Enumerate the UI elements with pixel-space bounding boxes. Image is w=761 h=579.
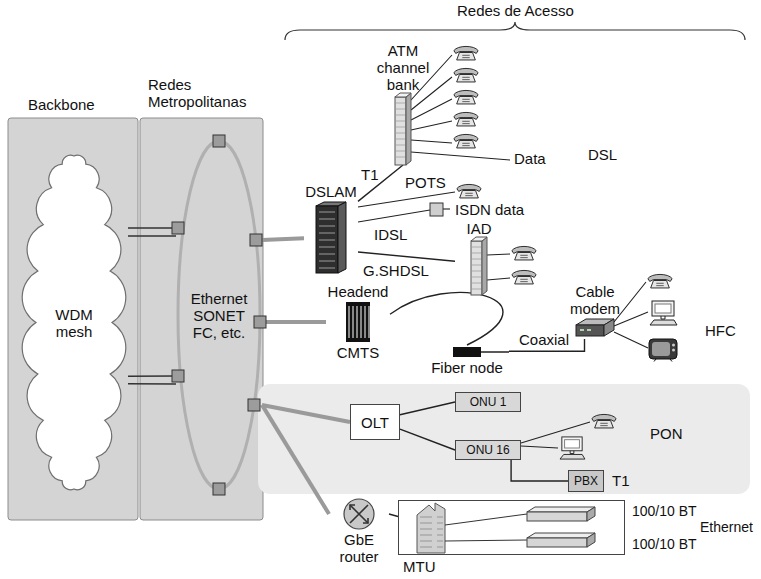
link-line [400, 429, 455, 450]
access-brace [285, 22, 745, 40]
node-icon [304, 200, 358, 275]
node-text: WDM mesh [46, 306, 102, 340]
node-text: DSLAM [305, 183, 357, 200]
node-text: Fiber node [431, 359, 503, 376]
link-label: Coaxial [518, 331, 570, 348]
link-line [358, 165, 403, 201]
node-text: Ethernet SONET FC, etc. [184, 290, 254, 341]
link-line [400, 402, 455, 415]
link-label: T1 [360, 166, 380, 183]
network-type: DSL [588, 146, 617, 163]
panel-grounds [8, 118, 750, 520]
node-icon [326, 300, 390, 344]
port-spec: 100/10 BT [632, 536, 697, 553]
node-illustration [399, 501, 624, 554]
metro-ring: Ethernet SONET FC, etc. [176, 138, 262, 492]
node-text: ONU 1 [470, 395, 507, 409]
node-text: PBX [574, 474, 598, 488]
pon-band: PON OLT ONU 1 ONU 16 PBX [258, 384, 750, 494]
atm-channel-bank: ATM channel bank [372, 42, 434, 165]
node-text: CMTS [337, 344, 380, 361]
line-name: Data [514, 150, 546, 167]
node-text: OLT [361, 414, 389, 431]
node-text: PON [650, 425, 683, 442]
access-wires [358, 55, 648, 448]
link-line [128, 227, 176, 229]
cmts-headend: HeadendCMTS [326, 283, 390, 361]
iad-unit: IAD [455, 220, 503, 295]
node-text: Backbone [28, 96, 95, 113]
link-line [128, 383, 176, 385]
isdn-terminal [430, 203, 443, 216]
line-name: T1 [612, 472, 630, 489]
gbe-router: GbE router [329, 497, 389, 565]
link-line [262, 238, 304, 240]
node-icon [372, 93, 434, 165]
node-text: Cable modem [565, 283, 625, 317]
line-name: IDSL [374, 226, 407, 243]
node-icon [331, 497, 387, 531]
network-type: Ethernet [700, 519, 753, 536]
section-heading: Redes de Acesso [457, 2, 574, 19]
cable-modem: Cable modem [560, 283, 630, 339]
node-text: ONU 16 [466, 443, 509, 457]
link-line [390, 293, 503, 345]
panel-ground [140, 118, 263, 520]
olt-box: OLT [350, 404, 400, 440]
pbx-box: PBX [568, 470, 604, 492]
mtu-box: MTU [398, 500, 625, 555]
link-label: G.SHDSL [362, 262, 430, 279]
link-line [511, 460, 568, 481]
node-text: Redes Metropolitanas [148, 76, 268, 110]
panel-ground [8, 118, 138, 520]
node-text: Headend [328, 283, 389, 300]
link-line [128, 235, 176, 237]
fiber-node: Fiber node [425, 345, 509, 376]
node-text: IAD [466, 220, 491, 237]
link-line [262, 320, 326, 324]
panel-ground [258, 384, 750, 494]
node-icon [560, 317, 630, 339]
network-type: HFC [705, 322, 736, 339]
line-name: ISDN data [455, 201, 524, 218]
port-spec: 100/10 BT [632, 503, 697, 520]
node-text: ATM channel bank [373, 42, 433, 93]
metro-panel: Redes MetropolitanasEthernet SONET FC, e… [140, 118, 263, 520]
link-line [262, 405, 329, 514]
node-text: MTU [403, 558, 436, 575]
node-icon [455, 237, 503, 295]
node-icon [425, 345, 509, 359]
dslam-unit: DSLAM [304, 183, 358, 275]
link-line [262, 405, 350, 422]
link-line [128, 375, 176, 377]
television [649, 339, 677, 362]
backbone-panel: BackboneWDM mesh [8, 118, 138, 520]
link-line [389, 514, 398, 517]
link-line [358, 252, 455, 261]
onu-box: ONU 16 [455, 440, 521, 460]
line-name: POTS [405, 174, 446, 191]
wdm-cloud: WDM mesh [20, 140, 128, 505]
node-text: GbE router [331, 531, 387, 565]
onu-box: ONU 1 [455, 392, 521, 412]
